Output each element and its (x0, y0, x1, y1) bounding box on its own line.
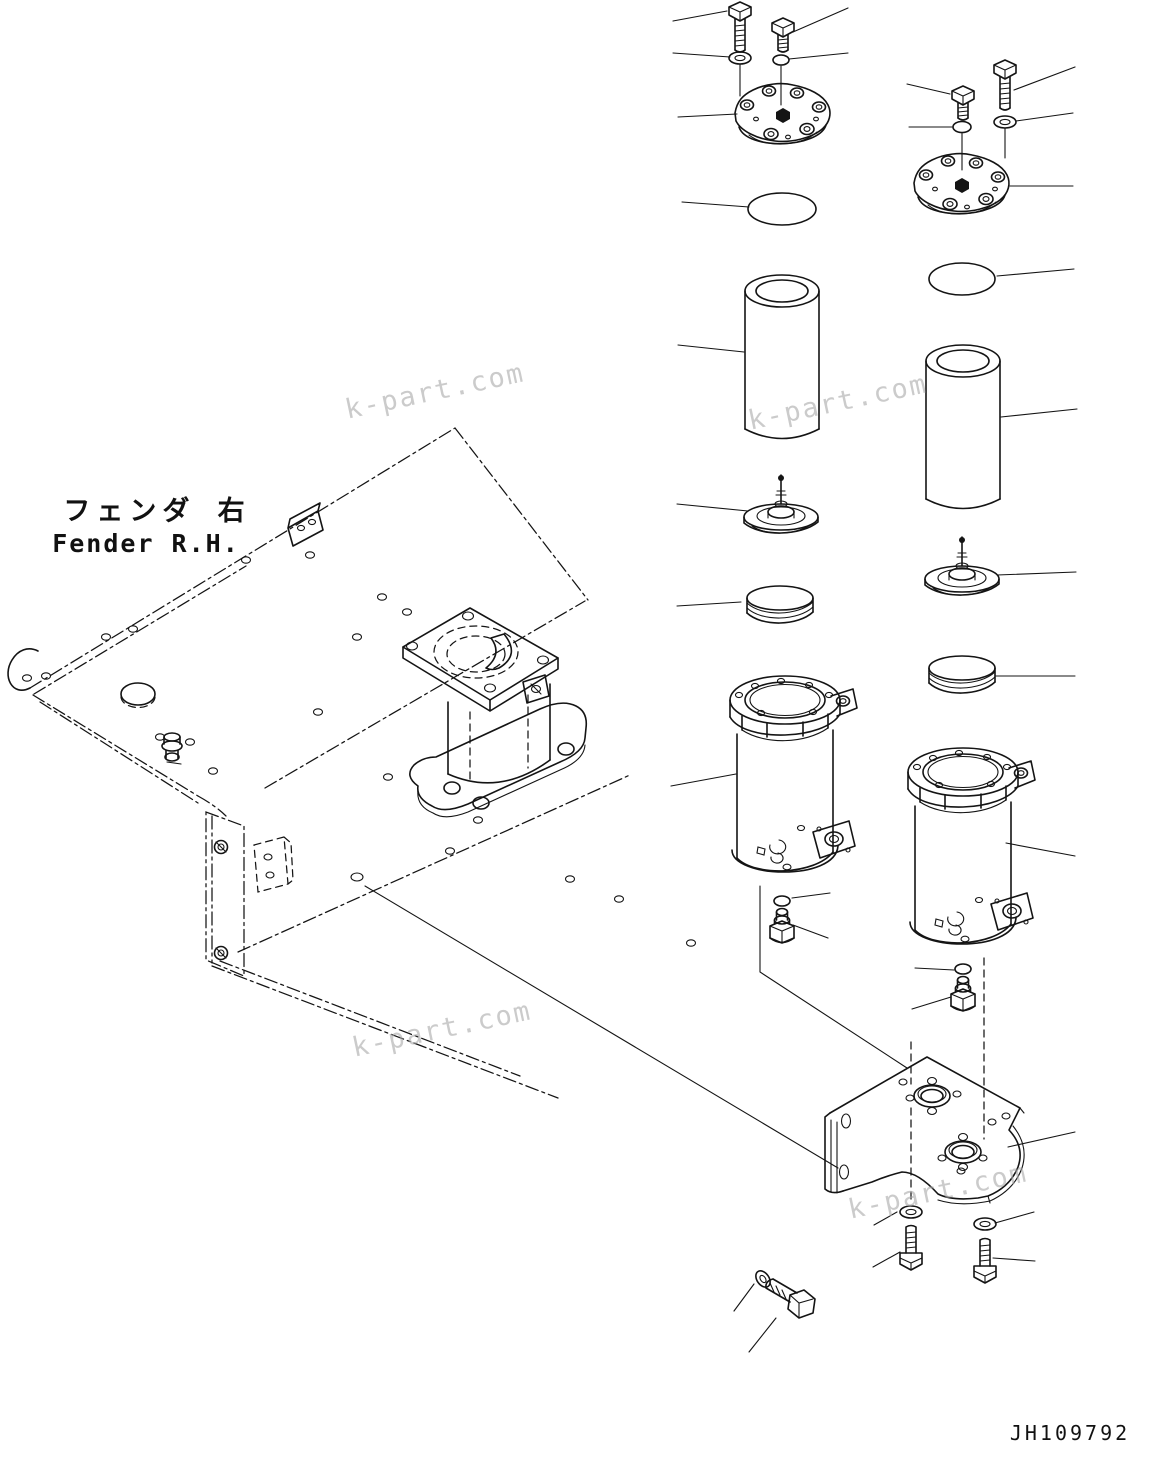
hex-bolt (993, 59, 1017, 111)
fender-label-japanese: フェンダ 右 (63, 495, 250, 527)
filter-mount-tower (402, 607, 588, 818)
fender-side-plate (205, 811, 245, 977)
canister-to-bracket-line (759, 885, 908, 1069)
fender-to-bracket-line (364, 885, 839, 1169)
o-ring-small (772, 54, 790, 66)
washer (755, 1270, 771, 1288)
fender-panel-outline (7, 427, 697, 1099)
bypass-valve-seat (743, 474, 819, 534)
filter-stack-right (907, 59, 1036, 1012)
drain-plug (950, 975, 976, 1012)
filter-case (729, 675, 858, 873)
filter-element (925, 344, 1001, 510)
seal-ring-band (746, 585, 814, 624)
drain-plug (769, 907, 795, 944)
fender-label-english: Fender R.H. (52, 529, 240, 558)
watermark-text: k-part.com (342, 357, 527, 425)
bracket-grommet-hole (944, 1132, 982, 1172)
bypass-valve-seat (924, 536, 1000, 596)
seal-ring-band (928, 655, 996, 694)
filter-case (907, 747, 1036, 945)
washer (993, 115, 1017, 129)
fender-spacer-block (253, 836, 294, 893)
filter-stack-left (728, 1, 858, 944)
hex-bolt (973, 1237, 997, 1284)
watermark-text: k-part.com (745, 368, 930, 436)
drain-o-ring (773, 895, 791, 907)
side-plate-bolt (213, 839, 229, 855)
leader-lines (364, 7, 1078, 1353)
hex-bolt (899, 1224, 923, 1271)
washer (973, 1217, 997, 1231)
hex-bolt (728, 1, 752, 53)
mounting-bracket (824, 957, 1025, 1205)
hex-bolt (951, 85, 975, 121)
side-plate-bolt (213, 945, 229, 961)
drawing-number: JH109792 (1010, 1421, 1130, 1445)
tower-base-plate (409, 702, 588, 818)
bracket-bolt-holes (898, 1078, 1011, 1175)
fender-edge-bracket (287, 502, 324, 547)
cover-o-ring (747, 192, 817, 226)
fender-plug-fitting (161, 732, 183, 765)
o-ring-small (952, 120, 972, 134)
tower-side-tab (522, 674, 550, 704)
fender-large-hole (120, 682, 156, 709)
bracket-fasteners (755, 1205, 997, 1319)
watermark-text: k-part.com (845, 1157, 1030, 1225)
filter-head-cover (734, 82, 831, 145)
bracket-grommet-hole (913, 1076, 951, 1116)
washer (728, 51, 752, 65)
drain-o-ring (954, 963, 972, 975)
fender-bolt-holes (21, 551, 697, 947)
hex-bolt-angled (765, 1278, 816, 1319)
cover-o-ring (928, 262, 996, 296)
hex-bolt (771, 17, 795, 53)
